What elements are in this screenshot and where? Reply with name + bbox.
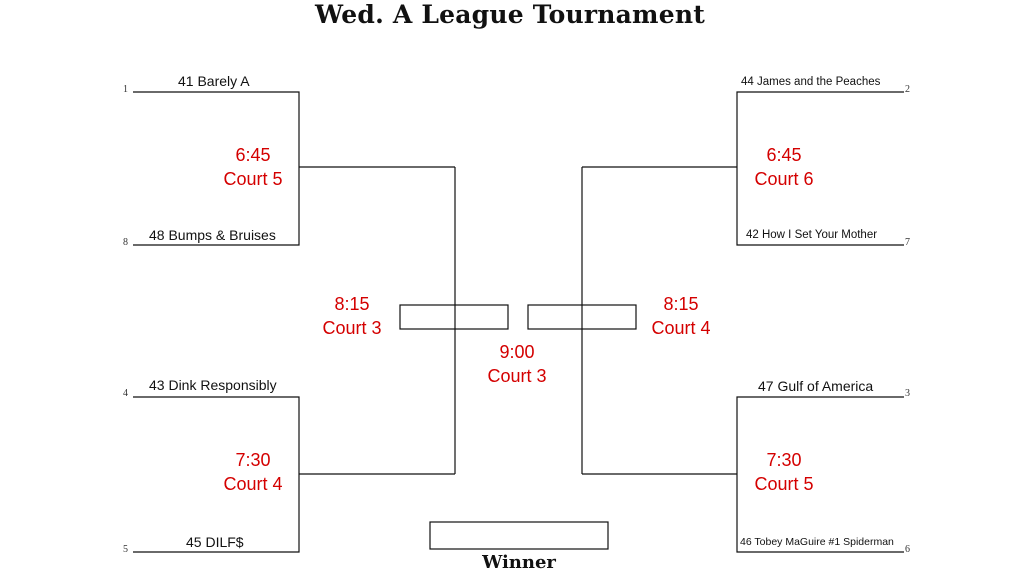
seed-1: 1 — [123, 84, 128, 95]
match-time: 9:00 — [499, 342, 535, 362]
team-seed-1: 41 Barely A — [178, 73, 250, 89]
match-court: Court 6 — [754, 169, 814, 189]
team-seed-8: 48 Bumps & Bruises — [149, 227, 276, 243]
match-time: 8:15 — [334, 294, 370, 314]
seed-4: 4 — [123, 388, 128, 399]
match-court: Court 5 — [754, 474, 814, 494]
match-court: Court 4 — [223, 474, 283, 494]
seed-3: 3 — [905, 388, 910, 399]
semi-left-box — [399, 304, 509, 330]
match-schedule-semi-left: 8:15 Court 3 — [282, 292, 422, 340]
team-seed-7: 42 How I Set Your Mother — [746, 229, 878, 241]
team-seed-4: 43 Dink Responsibly — [149, 377, 277, 393]
match-time: 6:45 — [766, 145, 802, 165]
match-schedule-q2: 7:30 Court 4 — [183, 448, 323, 496]
match-schedule-final: 9:00 Court 3 — [447, 340, 587, 388]
seed-8: 8 — [123, 237, 128, 248]
seed-6: 6 — [905, 544, 910, 555]
team-seed-6: 46 Tobey MaGuire #1 Spiderman — [740, 536, 894, 548]
team-seed-2: 44 James and the Peaches — [741, 76, 881, 88]
bracket-line-q3 — [736, 91, 904, 246]
match-schedule-q1: 6:45 Court 5 — [183, 143, 323, 191]
match-time: 7:30 — [766, 450, 802, 470]
seed-2: 2 — [905, 84, 910, 95]
page-title: Wed. A League Tournament — [315, 0, 705, 29]
winner-box — [429, 521, 609, 550]
seed-5: 5 — [123, 544, 128, 555]
match-time: 7:30 — [235, 450, 271, 470]
match-time: 8:15 — [663, 294, 699, 314]
match-time: 6:45 — [235, 145, 271, 165]
seed-7: 7 — [905, 237, 910, 248]
match-court: Court 3 — [487, 366, 547, 386]
team-seed-5: 45 DILF$ — [186, 534, 244, 550]
winner-label: Winner — [482, 552, 556, 573]
match-schedule-q4: 7:30 Court 5 — [714, 448, 854, 496]
match-court: Court 5 — [223, 169, 283, 189]
match-schedule-semi-right: 8:15 Court 4 — [611, 292, 751, 340]
match-court: Court 3 — [322, 318, 382, 338]
bracket-line-q1 — [133, 91, 300, 246]
match-court: Court 4 — [651, 318, 711, 338]
team-seed-3: 47 Gulf of America — [758, 378, 874, 394]
match-schedule-q3: 6:45 Court 6 — [714, 143, 854, 191]
semi-right-box — [527, 304, 637, 330]
